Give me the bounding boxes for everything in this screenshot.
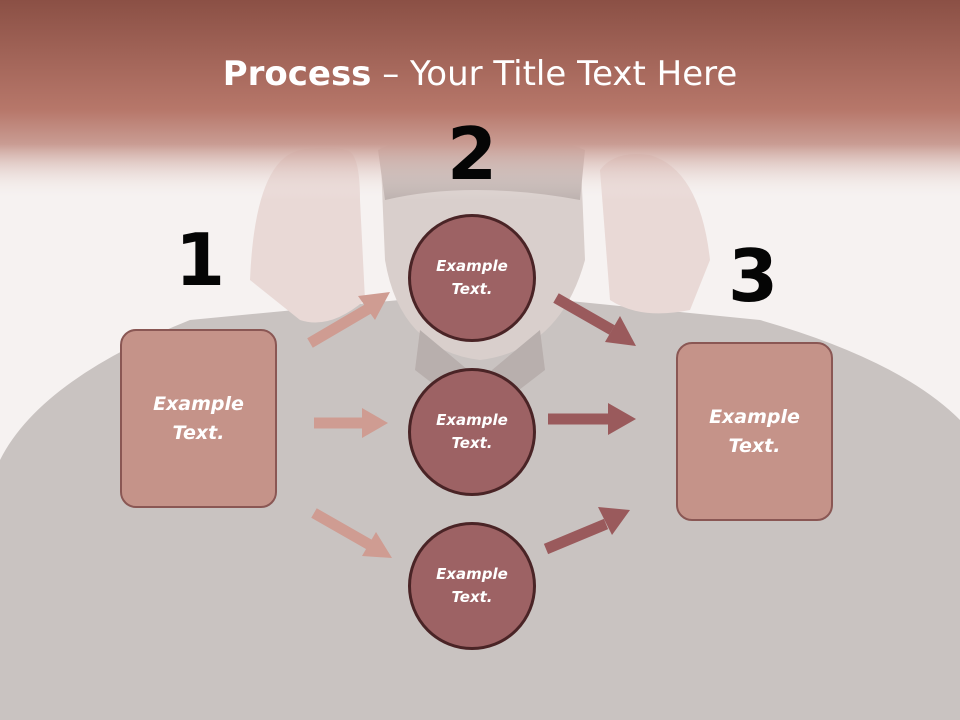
step-number-2: 2 (446, 112, 498, 196)
left-box: Example Text. (120, 329, 277, 508)
arrowhead-left-bottom (362, 532, 392, 558)
title-bold: Process (222, 54, 372, 94)
arrow-left-to-top (307, 304, 371, 348)
circle-bottom-line2: Text. (451, 588, 493, 606)
left-box-line1: Example (153, 392, 244, 415)
circle-middle-line2: Text. (451, 434, 493, 452)
circle-top-line1: Example (436, 257, 508, 275)
circle-middle: Example Text. (408, 368, 536, 496)
left-box-line2: Text. (172, 421, 225, 444)
circle-top: Example Text. (408, 214, 536, 342)
title-rest: – Your Title Text Here (371, 54, 738, 94)
slide-title: Process – Your Title Text Here (0, 50, 960, 98)
step-number-1: 1 (174, 218, 226, 302)
arrow-left-to-bottom (311, 508, 373, 550)
arrow-top-to-right (553, 293, 615, 335)
circle-middle-line1: Example (436, 411, 508, 429)
step-number-3: 3 (727, 234, 779, 318)
arrowhead-left-top (358, 292, 390, 320)
arrowhead-right-bottom (598, 507, 630, 535)
circle-bottom-line1: Example (436, 565, 508, 583)
arrowhead-right-middle (608, 403, 636, 435)
right-box-line1: Example (709, 405, 800, 428)
circle-bottom: Example Text. (408, 522, 536, 650)
circle-top-line2: Text. (451, 280, 493, 298)
arrow-bottom-to-right (543, 518, 609, 555)
right-box-line2: Text. (728, 434, 781, 457)
header-band (0, 0, 960, 200)
arrowhead-left-middle (362, 408, 388, 438)
arrowhead-right-top (605, 316, 636, 346)
right-box: Example Text. (676, 342, 833, 521)
